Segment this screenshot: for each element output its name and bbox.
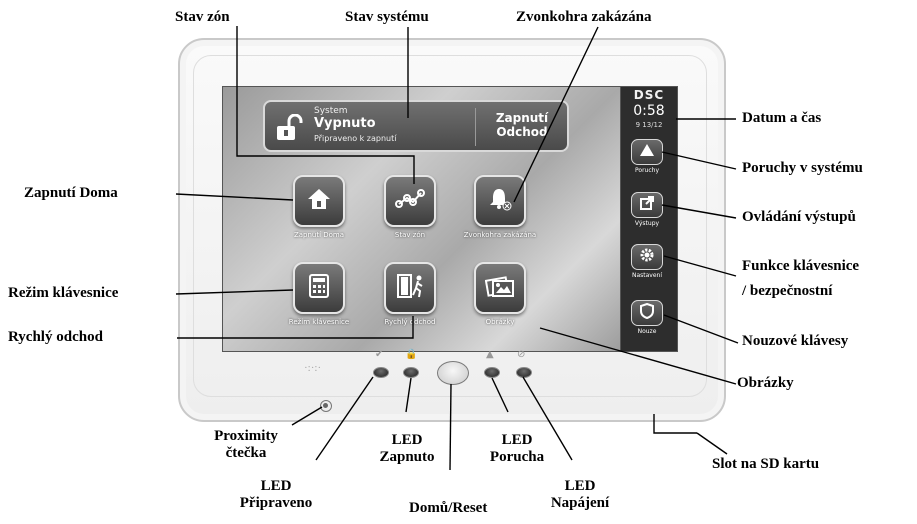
keypad-mode-tile[interactable]: [293, 262, 345, 314]
callout-ready-led-line2: Připraveno: [239, 495, 313, 511]
troubles-label: Poruchy: [635, 167, 659, 174]
arm-stay-tile[interactable]: [293, 175, 345, 227]
callout-system-status: Stav systému: [345, 9, 429, 25]
status-divider: [475, 108, 476, 146]
warning-icon: [639, 143, 655, 162]
callout-zone-status: Stav zón: [175, 9, 230, 25]
checkmark-icon: ✔: [375, 349, 384, 360]
device-bezel: [193, 55, 707, 397]
trouble-led: [484, 367, 500, 378]
callout-power-led: LED Napájení: [535, 478, 625, 512]
callout-power-led-line1: LED: [564, 478, 596, 494]
callout-proximity-line1: Proximity: [214, 428, 278, 444]
callout-armed-led: LED Zapnuto: [362, 432, 452, 466]
shield-icon: [640, 302, 654, 324]
callout-trouble-led-line2: Porucha: [489, 449, 545, 465]
settings-button[interactable]: [631, 244, 663, 270]
quick-exit-label: Rychlý odchod: [384, 318, 436, 326]
callout-power-led-line2: Napájení: [550, 495, 610, 511]
callout-outputs: Ovládání výstupů: [742, 209, 856, 225]
pictures-tile[interactable]: [474, 262, 526, 314]
keypad-icon: [308, 273, 330, 303]
callout-proximity-line2: čtečka: [225, 445, 267, 461]
zone-status-label: Stav zón: [394, 231, 426, 239]
chime-tile[interactable]: [474, 175, 526, 227]
armed-led: [403, 367, 419, 378]
callout-emergency: Nouzové klávesy: [742, 333, 849, 349]
zone-status-tile[interactable]: [384, 175, 436, 227]
pictures-icon: [484, 274, 515, 303]
zones-icon: [395, 188, 425, 214]
emergency-button[interactable]: [631, 300, 663, 326]
output-icon: [639, 195, 655, 216]
outputs-button[interactable]: [631, 192, 663, 218]
callout-trouble-led: LED Porucha: [472, 432, 562, 466]
callout-ready-led: LED Připraveno: [226, 478, 326, 512]
system-status-bar[interactable]: System Vypnuto Připraveno k zapnutí Zapn…: [263, 100, 569, 152]
callout-arm-stay: Zapnutí Doma: [24, 185, 118, 201]
callout-pictures: Obrázky: [737, 375, 794, 391]
callout-sd-slot: Slot na SD kartu: [712, 456, 820, 472]
triangle-icon: ▲: [486, 349, 494, 360]
ready-led: [373, 367, 389, 378]
settings-label: Nastavení: [631, 272, 663, 279]
callout-ready-led-line1: LED: [260, 478, 292, 494]
callout-functions-line1: Funkce klávesnice: [742, 258, 860, 274]
proximity-marker-icon: ·:·:·: [304, 362, 322, 374]
arm-away-line1: Zapnutí: [495, 111, 549, 125]
callout-troubles: Poruchy v systému: [742, 160, 863, 176]
arm-away-line2: Odchod: [496, 125, 548, 139]
troubles-button[interactable]: [631, 139, 663, 165]
callout-armed-led-line1: LED: [391, 432, 423, 448]
arm-stay-label: Zapnutí Doma: [293, 231, 345, 239]
system-state: Vypnuto: [314, 116, 376, 131]
unlock-icon: [275, 113, 305, 147]
pictures-label: Obrázky: [485, 318, 515, 326]
power-icon: ⊘: [517, 349, 526, 360]
home-reset-button[interactable]: [437, 361, 469, 385]
proximity-reader-icon: [320, 400, 332, 412]
lock-icon: 🔒: [405, 349, 418, 360]
quick-exit-icon: [395, 273, 425, 304]
callout-date-time: Datum a čas: [742, 110, 822, 126]
callout-quick-exit: Rychlý odchod: [8, 329, 103, 345]
callout-trouble-led-line1: LED: [501, 432, 533, 448]
callout-chime: Zvonkohra zakázána: [516, 9, 652, 25]
clock-time: 0:58: [633, 103, 665, 119]
quick-exit-tile[interactable]: [384, 262, 436, 314]
emergency-label: Nouze: [637, 328, 657, 335]
bell-off-icon: [487, 186, 513, 217]
clock-date: 9 13/12: [635, 121, 663, 129]
system-substate: Připraveno k zapnutí: [314, 134, 397, 143]
callout-functions-line2: / bezpečnostní: [742, 283, 833, 299]
callout-keypad-mode: Režim klávesnice: [8, 285, 119, 301]
keypad-mode-label: Režim klávesnice: [288, 318, 350, 326]
system-label: System: [314, 106, 348, 116]
arm-away-button[interactable]: Zapnutí Odchod: [479, 111, 565, 139]
gear-icon: [639, 247, 655, 268]
callout-armed-led-line2: Zapnuto: [379, 449, 435, 465]
callout-home-reset: Domů/Reset: [409, 500, 488, 516]
callout-proximity: Proximity čtečka: [196, 428, 296, 462]
chime-label: Zvonkohra zakázána: [463, 231, 537, 239]
dsc-logo: DSC: [633, 88, 665, 102]
outputs-label: Výstupy: [634, 220, 660, 227]
home-icon: [306, 187, 332, 216]
